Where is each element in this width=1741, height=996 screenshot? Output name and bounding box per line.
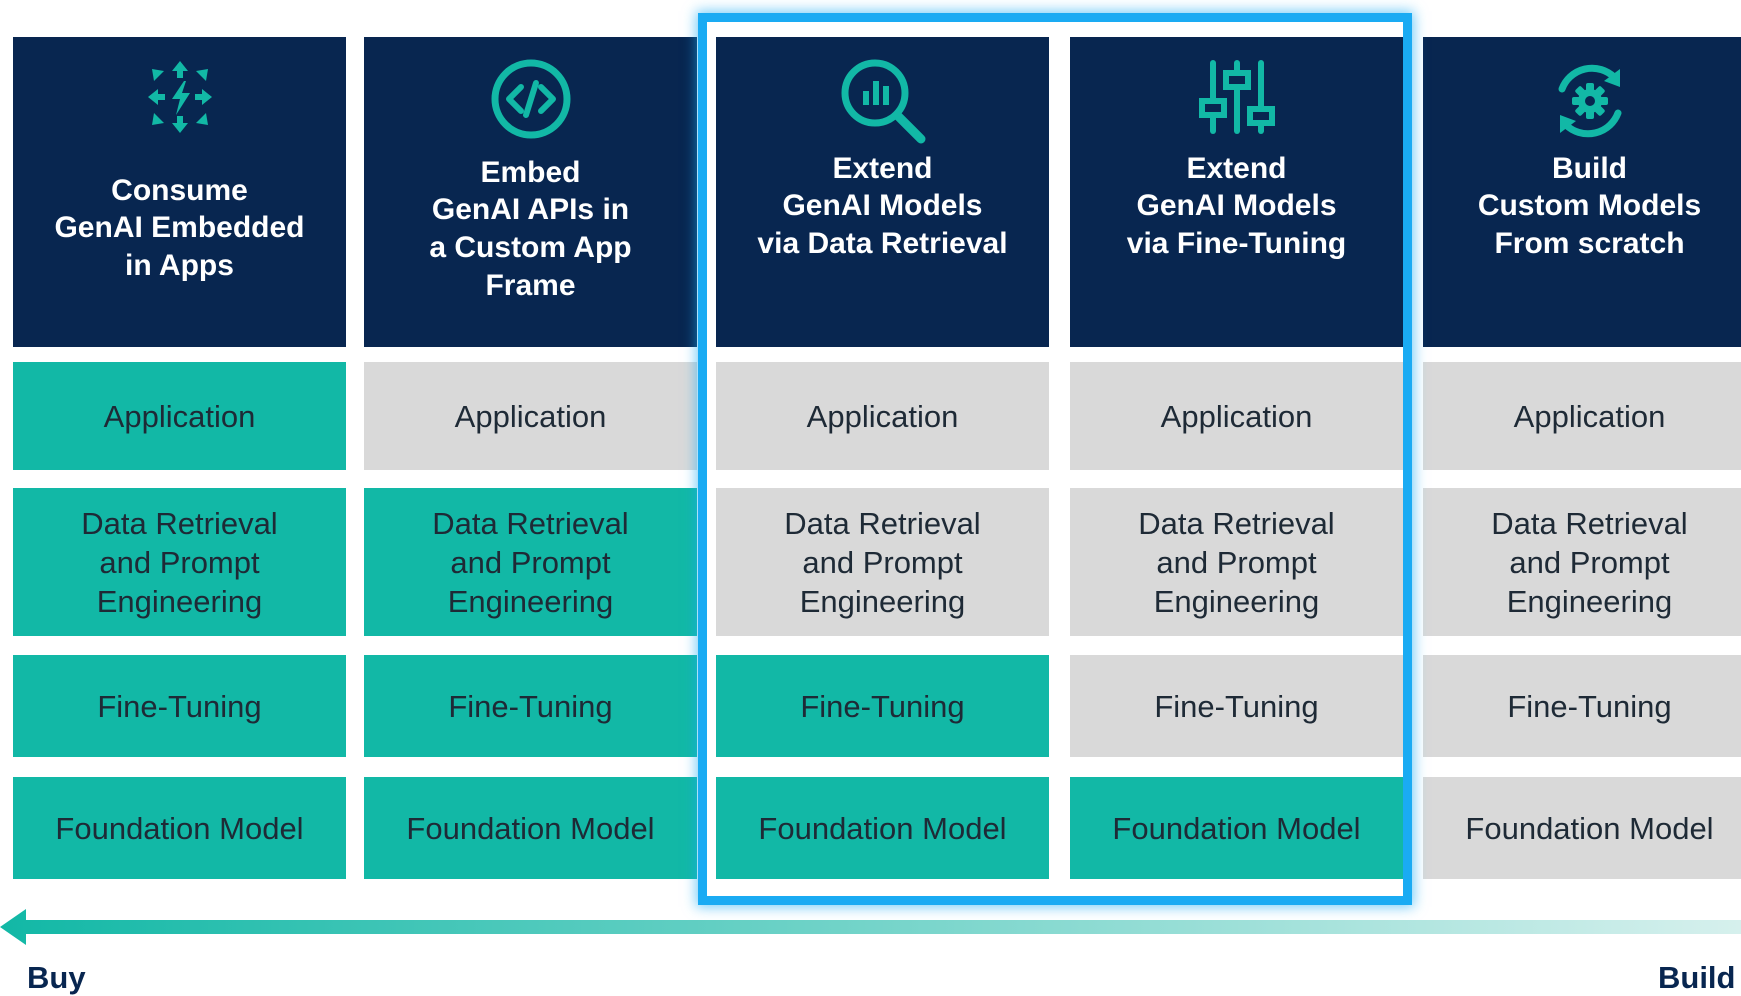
column-description: GenAI Models via Fine-Tuning bbox=[1126, 189, 1347, 260]
column-header: Build Custom Models From scratch bbox=[1423, 37, 1741, 347]
layer-application: Application bbox=[1423, 362, 1741, 470]
layer-fine-tuning: Fine-Tuning bbox=[1070, 655, 1403, 757]
layer-data-retrieval: Data Retrieval and Prompt Engineering bbox=[364, 488, 697, 636]
column-title: Extend bbox=[1186, 152, 1287, 185]
column-description: GenAI Models via Data Retrieval bbox=[757, 189, 1008, 260]
sliders-icon bbox=[1198, 57, 1275, 137]
header-text: Extend GenAI Models via Fine-Tuning bbox=[1070, 151, 1403, 263]
layer-application: Application bbox=[716, 362, 1049, 470]
buy-label: Buy bbox=[27, 960, 86, 995]
column-title: Consume bbox=[111, 174, 248, 207]
layer-fine-tuning: Fine-Tuning bbox=[364, 655, 697, 757]
layer-fine-tuning: Fine-Tuning bbox=[13, 655, 346, 757]
column-description: Custom Models From scratch bbox=[1477, 189, 1702, 260]
gear-cycle-icon bbox=[1548, 59, 1632, 143]
layer-data-retrieval: Data Retrieval and Prompt Engineering bbox=[1423, 488, 1741, 636]
layer-application: Application bbox=[13, 362, 346, 470]
code-icon bbox=[489, 57, 573, 141]
layer-foundation-model: Foundation Model bbox=[13, 777, 346, 879]
layer-application: Application bbox=[364, 362, 697, 470]
column-title: Extend bbox=[832, 152, 933, 185]
layer-data-retrieval: Data Retrieval and Prompt Engineering bbox=[716, 488, 1049, 636]
column-description: GenAI Embedded in Apps bbox=[54, 211, 305, 282]
layer-foundation-model: Foundation Model bbox=[364, 777, 697, 879]
column-title: Embed bbox=[480, 156, 581, 189]
column-description: GenAI APIs in a Custom App Frame bbox=[429, 193, 632, 302]
column-title: Build bbox=[1552, 152, 1627, 185]
column-header: Extend GenAI Models via Fine-Tuning bbox=[1070, 37, 1403, 347]
column-header: Extend GenAI Models via Data Retrieval bbox=[716, 37, 1049, 347]
arrows-lightning-icon bbox=[140, 57, 220, 137]
header-text: Build Custom Models From scratch bbox=[1423, 151, 1741, 263]
magnifier-chart-icon bbox=[837, 55, 929, 147]
column-header: Consume GenAI Embedded in Apps bbox=[13, 37, 346, 347]
buy-build-arrow bbox=[0, 909, 1741, 945]
column-header: Embed GenAI APIs in a Custom App Frame bbox=[364, 37, 697, 347]
layer-foundation-model: Foundation Model bbox=[1423, 777, 1741, 879]
layer-application: Application bbox=[1070, 362, 1403, 470]
layer-fine-tuning: Fine-Tuning bbox=[1423, 655, 1741, 757]
build-label: Build bbox=[1658, 960, 1736, 995]
layer-fine-tuning: Fine-Tuning bbox=[716, 655, 1049, 757]
layer-data-retrieval: Data Retrieval and Prompt Engineering bbox=[13, 488, 346, 636]
header-text: Consume GenAI Embedded in Apps bbox=[13, 173, 346, 285]
layer-foundation-model: Foundation Model bbox=[716, 777, 1049, 879]
layer-foundation-model: Foundation Model bbox=[1070, 777, 1403, 879]
layer-data-retrieval: Data Retrieval and Prompt Engineering bbox=[1070, 488, 1403, 636]
header-text: Embed GenAI APIs in a Custom App Frame bbox=[364, 155, 697, 305]
header-text: Extend GenAI Models via Data Retrieval bbox=[716, 151, 1049, 263]
